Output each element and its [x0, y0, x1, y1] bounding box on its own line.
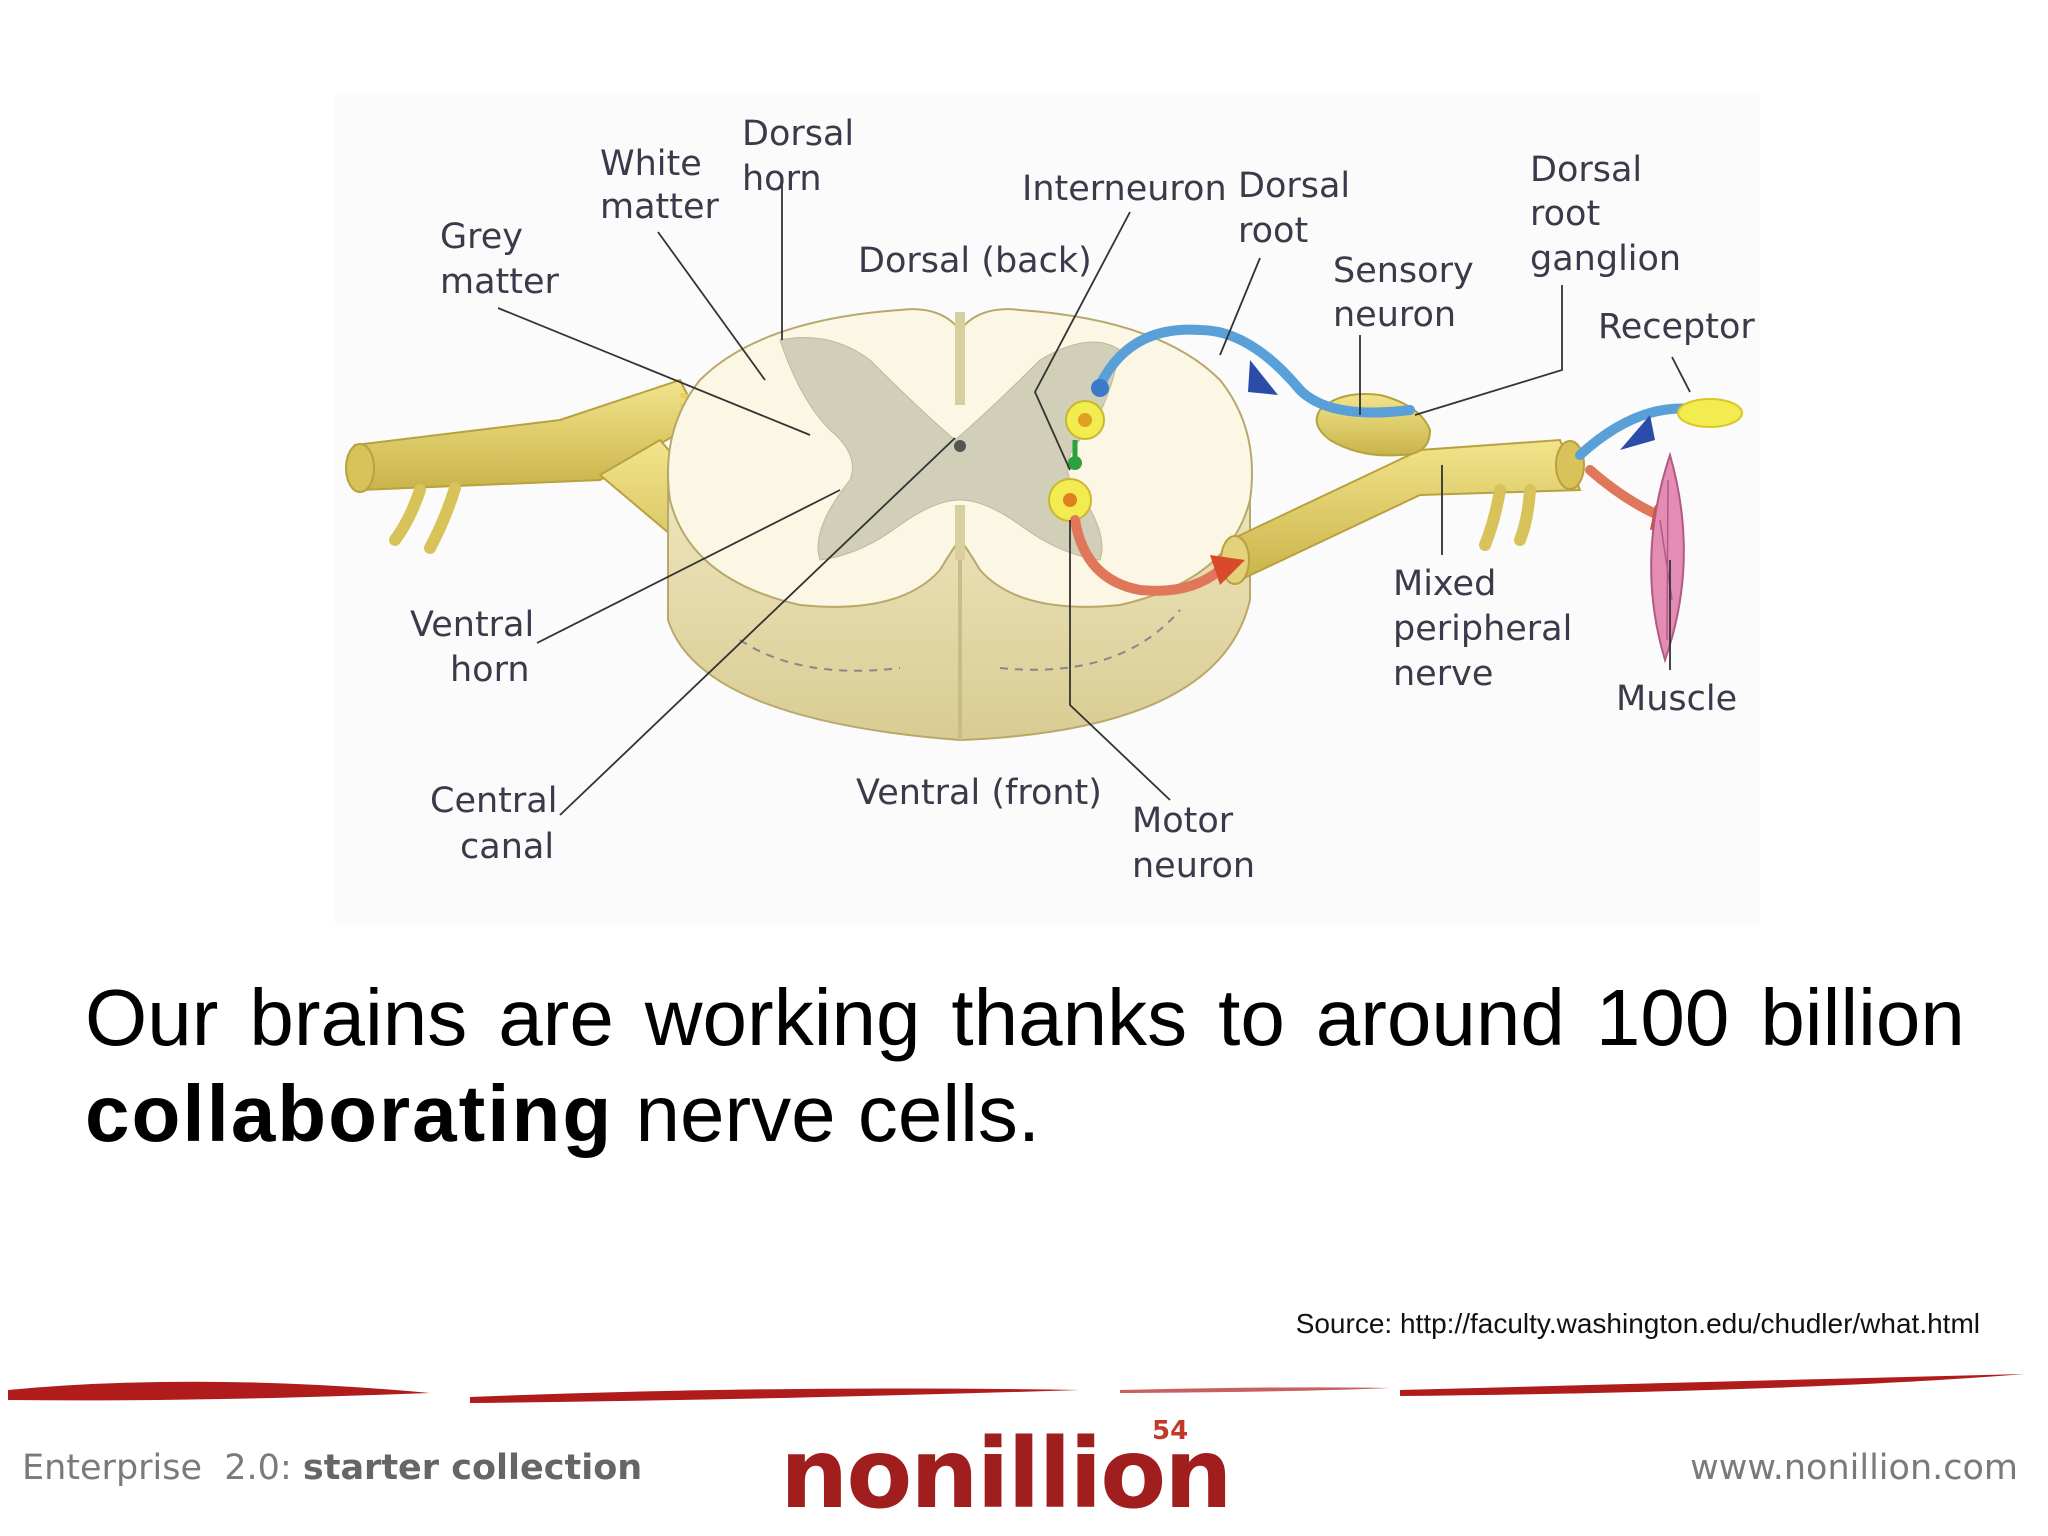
leader-lines [497, 175, 1691, 816]
label-mixed-nerve-2: peripheral [1393, 609, 1572, 649]
footer-collection-title: Enterprise 2.0: starter collection [22, 1448, 642, 1488]
label-motor-neuron: Motor [1132, 801, 1234, 841]
label-dorsal-horn: Dorsal [742, 114, 854, 154]
label-receptor: Receptor [1598, 307, 1755, 347]
caption-word: Our [85, 973, 219, 1062]
caption-word: around [1315, 973, 1565, 1062]
caption-rest: nerve cells. [613, 1069, 1041, 1158]
label-drg: Dorsal [1530, 150, 1642, 190]
spinal-cord [667, 308, 1253, 742]
label-drg-3: ganglion [1530, 239, 1681, 279]
label-grey-matter-2: matter [440, 262, 560, 302]
footer-swoosh [8, 1374, 2025, 1403]
caption-line-1: Our brains are working thanks to around … [85, 970, 1965, 1066]
label-white-matter-2: matter [600, 187, 720, 227]
caption-word: brains [249, 973, 468, 1062]
source-citation: Source: http://faculty.washington.edu/ch… [1295, 1308, 1980, 1339]
label-central-canal: Central [430, 781, 557, 821]
label-mixed-nerve-3: nerve [1393, 654, 1493, 694]
label-central-canal-2: canal [460, 827, 554, 867]
receptor [1677, 398, 1743, 428]
label-interneuron: Interneuron [1022, 169, 1227, 209]
caption-word: thanks [951, 973, 1188, 1062]
logo-superscript: 54 [1152, 1416, 1189, 1446]
caption-word: working [644, 973, 921, 1062]
label-sensory-neuron: Sensory [1333, 251, 1474, 291]
footer-left-bold: starter collection [302, 1448, 643, 1488]
label-mixed-nerve: Mixed [1393, 564, 1496, 604]
label-drg-2: root [1530, 194, 1600, 234]
central-canal [954, 440, 966, 452]
label-dorsal-back: Dorsal (back) [858, 241, 1092, 281]
logo-word: nonillion [780, 1418, 1233, 1530]
caption-word: to [1218, 973, 1285, 1062]
caption-word: 100 [1595, 973, 1730, 1062]
label-motor-neuron-2: neuron [1132, 846, 1255, 886]
label-dorsal-root: Dorsal [1238, 166, 1350, 206]
label-sensory-neuron-2: neuron [1333, 295, 1456, 335]
label-dorsal-horn-2: horn [742, 159, 822, 199]
label-white-matter: White [600, 144, 702, 184]
caption: Our brains are working thanks to around … [85, 970, 1965, 1162]
sensory-arrow [1248, 360, 1278, 395]
label-ventral-horn: Ventral [410, 605, 534, 645]
caption-word: billion [1760, 973, 1965, 1062]
label-muscle: Muscle [1616, 679, 1737, 719]
footer-left-regular: Enterprise 2.0: [22, 1448, 303, 1488]
label-ventral-front: Ventral (front) [856, 773, 1102, 813]
caption-line-2: collaborating nerve cells. [85, 1066, 1965, 1162]
label-dorsal-root-2: root [1238, 211, 1308, 251]
caption-bold-word: collaborating [85, 1069, 614, 1158]
caption-word: are [498, 973, 614, 1062]
footer-website: www.nonillion.com [1690, 1448, 2018, 1488]
label-grey-matter: Grey [440, 217, 523, 257]
label-ventral-horn-2: horn [450, 650, 530, 690]
